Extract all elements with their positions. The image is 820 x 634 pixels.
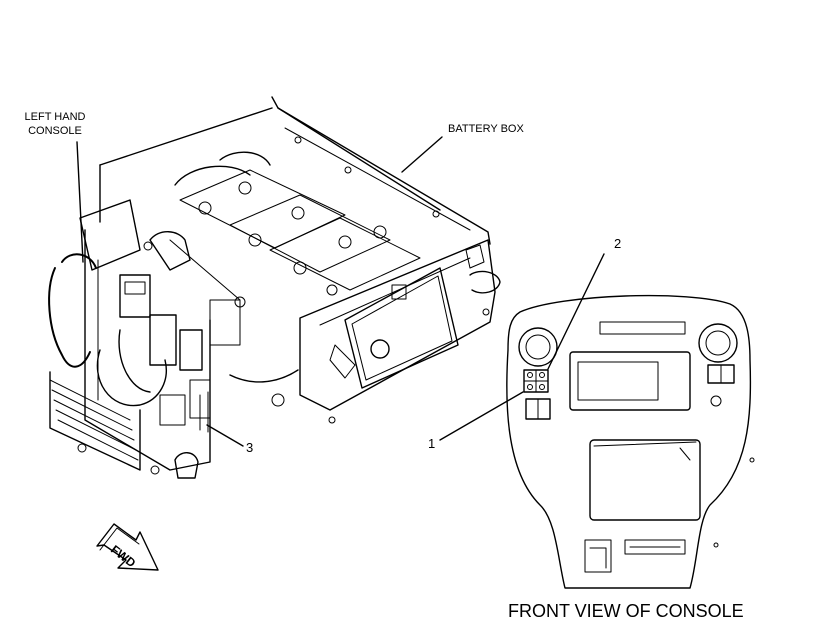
- left-hand-console-label-line2: CONSOLE: [28, 125, 82, 137]
- leader-left-hand-console: [76, 141, 84, 263]
- left-hand-console-label-line1: LEFT HAND: [25, 111, 86, 123]
- forward-direction-arrow: FWD: [96, 523, 159, 571]
- callout-2: 2: [614, 236, 621, 251]
- left-hand-console: [48, 199, 246, 479]
- leader-battery-box: [401, 136, 443, 173]
- fwd-label: FWD: [108, 542, 138, 570]
- console-front-view: [506, 294, 755, 589]
- heat-sink: [49, 371, 141, 471]
- battery-box-label: BATTERY BOX: [448, 123, 524, 135]
- leader-callout-2: [547, 253, 605, 370]
- leader-callout-1: [439, 391, 524, 441]
- callout-1: 1: [428, 436, 435, 451]
- leader-callout-3: [206, 424, 244, 447]
- battery-box: [99, 96, 501, 424]
- callout-3: 3: [246, 440, 253, 455]
- front-view-caption: FRONT VIEW OF CONSOLE: [508, 601, 744, 621]
